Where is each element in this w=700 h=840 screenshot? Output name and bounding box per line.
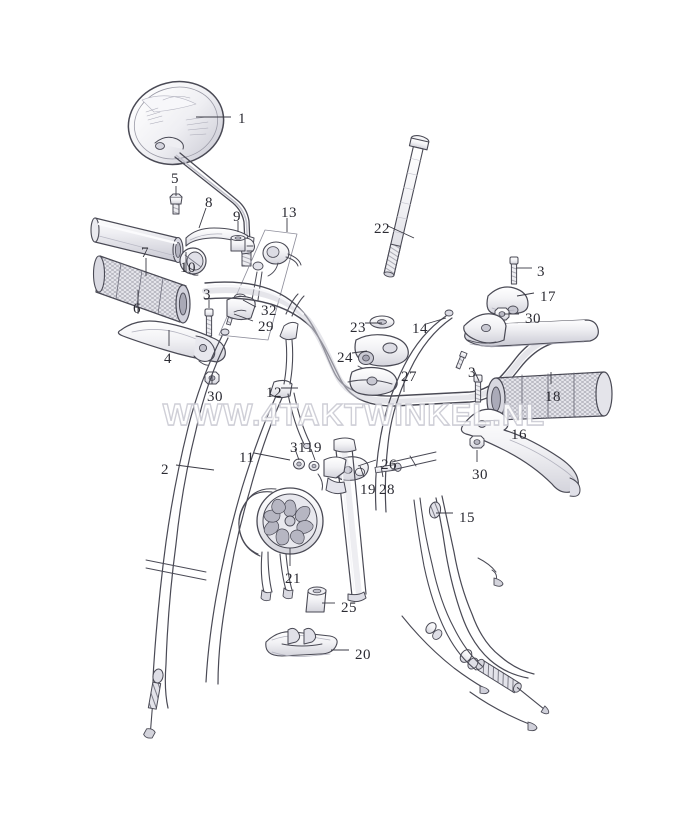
part-horn-bracket [317,456,347,495]
callout-clamp: 26 [381,457,397,473]
callout-washer: 32 [261,303,277,319]
callout-spring-washer: 19 [306,440,322,456]
part-long-bolt [383,135,430,278]
callout-spacer: 9 [233,209,241,225]
part-handlebar-main [202,281,583,407]
callout-rear-view-mirror: 1 [238,111,246,127]
part-cable-clip-12 [269,379,293,399]
callout-screw: 29 [258,319,274,335]
callout-clutch-cable: 2 [161,462,169,478]
callout-throttle-grip: 18 [545,389,561,405]
callout-front-brake-cable: 11 [239,450,255,466]
part-washer-31 [293,458,305,470]
callout-bolt: 3 [537,264,545,280]
part-cable-end-pin [455,350,468,370]
part-brake-lever [460,408,581,497]
callout-plain-washer: 23 [350,320,366,336]
callout-clamp-half: 8 [205,195,213,211]
part-spacer [230,234,246,252]
part-washer-19a [308,460,320,472]
callout-bolt: 28 [379,482,395,498]
callout-cable-holder: 24 [337,350,353,366]
callout-horn: 21 [285,571,301,587]
part-mirror-nut [169,193,183,215]
callout-washer: 31 [290,440,306,456]
part-wire-clip [265,627,338,657]
part-clutch-cable [143,328,230,739]
break-marks [391,451,437,471]
part-nut-30-right-mid [469,435,485,449]
callout-bolt: 3 [468,365,476,381]
part-throttle-housing [463,313,599,348]
part-speedometer-cable [401,495,550,732]
callout-nut: 30 [525,311,541,327]
callout-nut: 30 [472,467,488,483]
callout-speedometer-cable: 15 [459,510,475,526]
callout-handlebar: 27 [401,369,417,385]
part-plain-washer-23 [369,315,395,329]
callout-left-grip: 6 [133,301,141,317]
part-bolt-3-left [204,308,214,337]
part-bolt-3-top-right [509,256,519,285]
part-handlebar-tube [90,217,184,264]
part-left-grip [92,255,191,324]
callout-handlebar-tube: 7 [141,245,149,261]
callout-clutch-lever: 4 [164,351,172,367]
part-front-brake-cable [205,293,311,685]
part-cable-holder [354,334,409,371]
part-clamp-ring [179,247,207,276]
callout-clamp-ring: 10 [180,260,196,276]
callout-cable-clip: 12 [266,385,282,401]
callout-throttle-cable: 14 [412,321,428,337]
callout-rubber-bush: 25 [341,600,357,616]
callout-bolt: 3 [203,287,211,303]
part-throttle-cable [374,309,454,513]
callout-switch-assembly: 13 [281,205,297,221]
callout-long-bolt: 22 [374,221,390,237]
part-clutch-lever [117,320,226,366]
callout-wire-clip: 20 [355,647,371,663]
part-rubber-bush [305,586,327,613]
part-horn [238,487,324,602]
part-center-rod [333,437,367,603]
callout-spring-washer: 19 [360,482,376,498]
callout-nut: 30 [207,389,223,405]
callout-mirror-nut: 5 [171,171,179,187]
callout-lever-bracket: 17 [540,289,556,305]
callout-brake-lever: 16 [511,427,527,443]
